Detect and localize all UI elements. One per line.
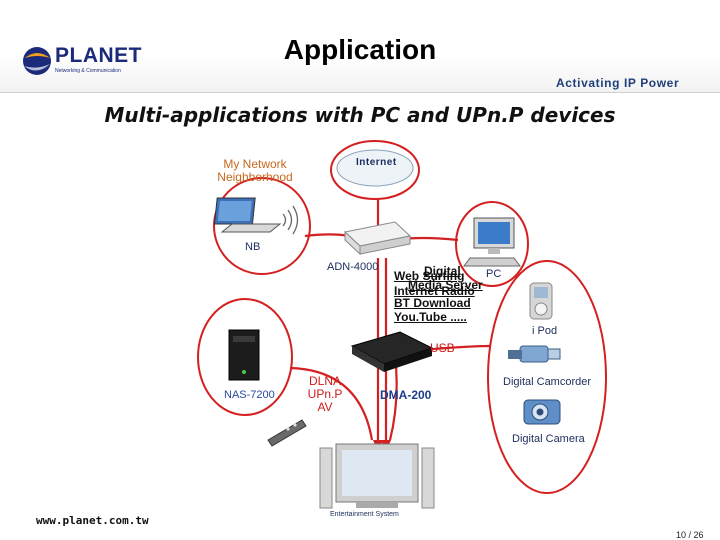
usb-label: USB [430,342,455,355]
dma-icon [352,332,432,372]
entertainment-label: Entertainment System [330,511,399,518]
nas-label: NAS-7200 [224,389,275,401]
ipod-icon [530,283,552,319]
remote-control-icon [268,420,306,446]
dlna-label-line2: UPn.P AV [300,388,350,414]
entertainment-system-icon [320,444,434,508]
internet-label: Internet [356,157,397,168]
footer-url: www.planet.com.tw [36,514,149,527]
digital-label: Digital [424,265,461,278]
internet-cloud-icon [337,150,413,186]
pc-label: PC [486,268,501,280]
dma-label: DMA-200 [380,388,431,402]
router-icon [345,222,410,254]
ipod-label: i Pod [532,325,557,337]
adn-label: ADN-4000 [327,261,378,273]
laptop-icon [214,198,297,234]
network-neighborhood-label: My Network Neighborhood [208,158,302,184]
camera-label: Digital Camera [512,433,585,445]
page-number: 10 / 26 [676,530,704,540]
dlna-label: DLNA UPn.P AV [300,375,350,414]
nb-label: NB [245,241,260,253]
digital-camera-icon [524,400,560,424]
bt-download-label: BT Download [394,297,471,310]
nas-icon [229,330,259,380]
pc-icon [464,218,520,266]
network-label-line2: Neighborhood [208,171,302,184]
camcorder-icon [508,346,560,362]
camcorder-label: Digital Camcorder [503,376,591,388]
youtube-label: You.Tube ..... [394,311,467,324]
